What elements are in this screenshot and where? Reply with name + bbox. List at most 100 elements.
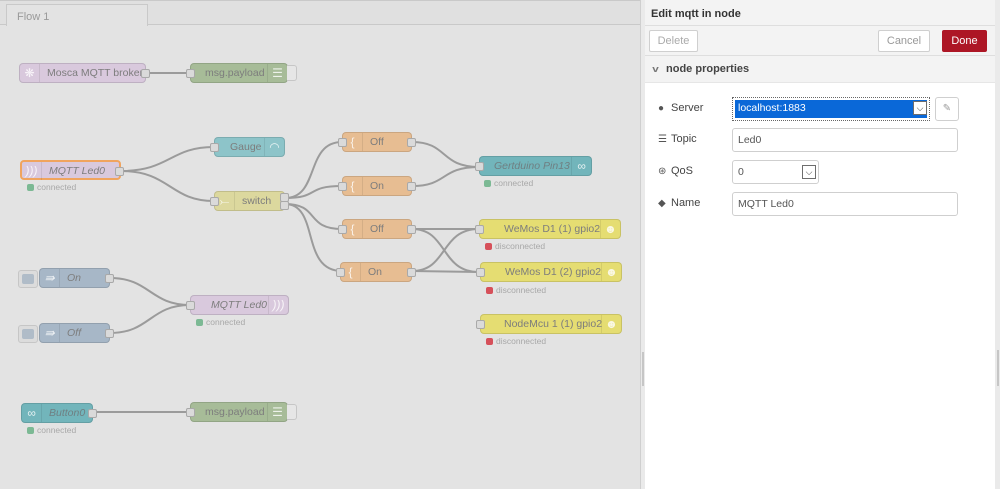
- chevron-down-icon[interactable]: ⌵: [802, 165, 816, 179]
- output-port[interactable]: [407, 225, 416, 234]
- tab-flow-1[interactable]: Flow 1: [6, 4, 148, 26]
- mqtt-wave-icon: ))): [22, 162, 42, 180]
- server-select[interactable]: localhost:1883⌵: [732, 97, 930, 121]
- row-topic: ☰Topic Led0: [645, 128, 995, 152]
- wire-injectoff-mqttout: [109, 304, 191, 334]
- arduino-infinity-icon: ∞: [22, 404, 42, 422]
- input-port[interactable]: [186, 408, 195, 417]
- status-wemos1: disconnected: [485, 241, 545, 251]
- status-button0: connected: [27, 425, 76, 435]
- output-port-2[interactable]: [280, 201, 289, 210]
- node-switch[interactable]: ⤚ switch: [210, 191, 289, 211]
- wire-mqttin-switch: [120, 170, 215, 202]
- qos-label: ⊛QoS: [658, 165, 694, 177]
- input-port[interactable]: [475, 225, 484, 234]
- sidebar-splitter[interactable]: [640, 0, 645, 489]
- wire-mqttin-gauge: [120, 146, 215, 172]
- wire-switch-on2: [284, 203, 343, 272]
- debug-toggle-button[interactable]: [287, 404, 297, 420]
- workspace: Flow 1 ❋ Mosca MQTT broker ms: [0, 0, 640, 435]
- node-gertduino-pin13[interactable]: Gertduino Pin13 ∞: [475, 156, 592, 176]
- output-port[interactable]: [115, 167, 124, 176]
- node-wemos-d1-1-gpio2[interactable]: WeMos D1 (1) gpio2 ☻: [475, 219, 621, 239]
- output-port[interactable]: [407, 182, 416, 191]
- node-template-off-2[interactable]: { Off: [338, 219, 416, 239]
- switch-icon: ⤚: [215, 192, 235, 210]
- arduino-infinity-icon: ∞: [571, 157, 591, 175]
- output-port[interactable]: [105, 274, 114, 283]
- status-mqtt-in: connected: [27, 182, 76, 192]
- template-brace-icon: {: [343, 220, 363, 238]
- input-port[interactable]: [210, 197, 219, 206]
- wire-injecton-mqttout: [109, 277, 191, 306]
- name-input[interactable]: MQTT Led0: [732, 192, 958, 216]
- node-mqtt-in-led0[interactable]: ))) MQTT Led0: [20, 160, 124, 180]
- output-port[interactable]: [105, 329, 114, 338]
- globe-icon: ●: [658, 103, 665, 114]
- mqtt-wave-icon: ))): [268, 296, 288, 314]
- input-port[interactable]: [476, 268, 485, 277]
- wires-layer: [93, 72, 480, 413]
- node-mqtt-out-led0[interactable]: MQTT Led0 ))): [186, 295, 289, 315]
- edit-server-button[interactable]: ✎: [935, 97, 959, 121]
- debug-list-icon: ☰: [267, 403, 287, 421]
- node-debug-msg-payload-1[interactable]: msg.payload ☰: [186, 63, 297, 83]
- node-inject-on[interactable]: ⇛ On: [18, 268, 114, 288]
- output-port[interactable]: [407, 138, 416, 147]
- input-port[interactable]: [476, 320, 485, 329]
- flow-tab-bar: Flow 1: [0, 0, 640, 26]
- cancel-button[interactable]: Cancel: [878, 30, 930, 52]
- status-nodemcu: disconnected: [486, 336, 546, 346]
- mosca-icon: ❋: [20, 64, 40, 82]
- input-port[interactable]: [338, 138, 347, 147]
- debug-list-icon: ☰: [267, 64, 287, 82]
- node-template-on-2[interactable]: { On: [336, 262, 416, 282]
- node-nodemcu-1-1-gpio2[interactable]: NodeMcu 1 (1) gpio2 ☻: [476, 314, 622, 334]
- input-port[interactable]: [186, 69, 195, 78]
- wire-switch-off1: [284, 141, 343, 199]
- node-wemos-d1-2-gpio2[interactable]: WeMos D1 (2) gpio2 ☻: [476, 262, 622, 282]
- node-inject-off[interactable]: ⇛ Off: [18, 323, 114, 343]
- status-gertduino: connected: [484, 178, 533, 188]
- input-port[interactable]: [338, 225, 347, 234]
- inject-trigger-button[interactable]: [18, 325, 38, 343]
- topic-input[interactable]: Led0: [732, 128, 958, 152]
- splitter-grip[interactable]: [642, 352, 644, 386]
- inject-arrow-icon: ⇛: [40, 324, 60, 342]
- inject-arrow-icon: ⇛: [40, 269, 60, 287]
- wire-switch-off2: [284, 203, 343, 230]
- status-wemos2: disconnected: [486, 285, 546, 295]
- node-template-on-1[interactable]: { On: [338, 176, 416, 196]
- chevron-down-icon[interactable]: ⌵: [913, 101, 927, 115]
- template-brace-icon: {: [341, 263, 361, 281]
- input-port[interactable]: [210, 143, 219, 152]
- editor-title: Edit mqtt in node: [645, 0, 995, 26]
- output-port[interactable]: [88, 409, 97, 418]
- delete-button[interactable]: Delete: [649, 30, 698, 52]
- pencil-icon: ✎: [942, 103, 952, 114]
- node-button0[interactable]: ∞ Button0: [21, 403, 97, 423]
- input-port[interactable]: [475, 162, 484, 171]
- inject-trigger-button[interactable]: [18, 270, 38, 288]
- node-mosca-broker[interactable]: ❋ Mosca MQTT broker: [19, 63, 150, 83]
- node-gauge[interactable]: Gauge ◠: [210, 137, 285, 157]
- status-dot-icon: [27, 184, 34, 191]
- input-port[interactable]: [338, 182, 347, 191]
- output-port[interactable]: [141, 69, 150, 78]
- wire-off2-wemos2: [411, 228, 480, 273]
- server-label: ●Server: [658, 102, 704, 114]
- input-port[interactable]: [336, 268, 345, 277]
- node-template-off-1[interactable]: { Off: [338, 132, 416, 152]
- output-port[interactable]: [407, 268, 416, 277]
- status-dot-icon: [486, 287, 493, 294]
- done-button[interactable]: Done: [942, 30, 987, 52]
- row-name: ◆Name MQTT Led0: [645, 192, 995, 216]
- debug-toggle-button[interactable]: [287, 65, 297, 81]
- row-server: ●Server localhost:1883⌵ ✎: [645, 97, 995, 121]
- input-port[interactable]: [186, 301, 195, 310]
- qos-select[interactable]: 0⌵: [732, 160, 819, 184]
- node-debug-msg-payload-2[interactable]: msg.payload ☰: [186, 402, 297, 422]
- scrollbar[interactable]: [997, 350, 999, 386]
